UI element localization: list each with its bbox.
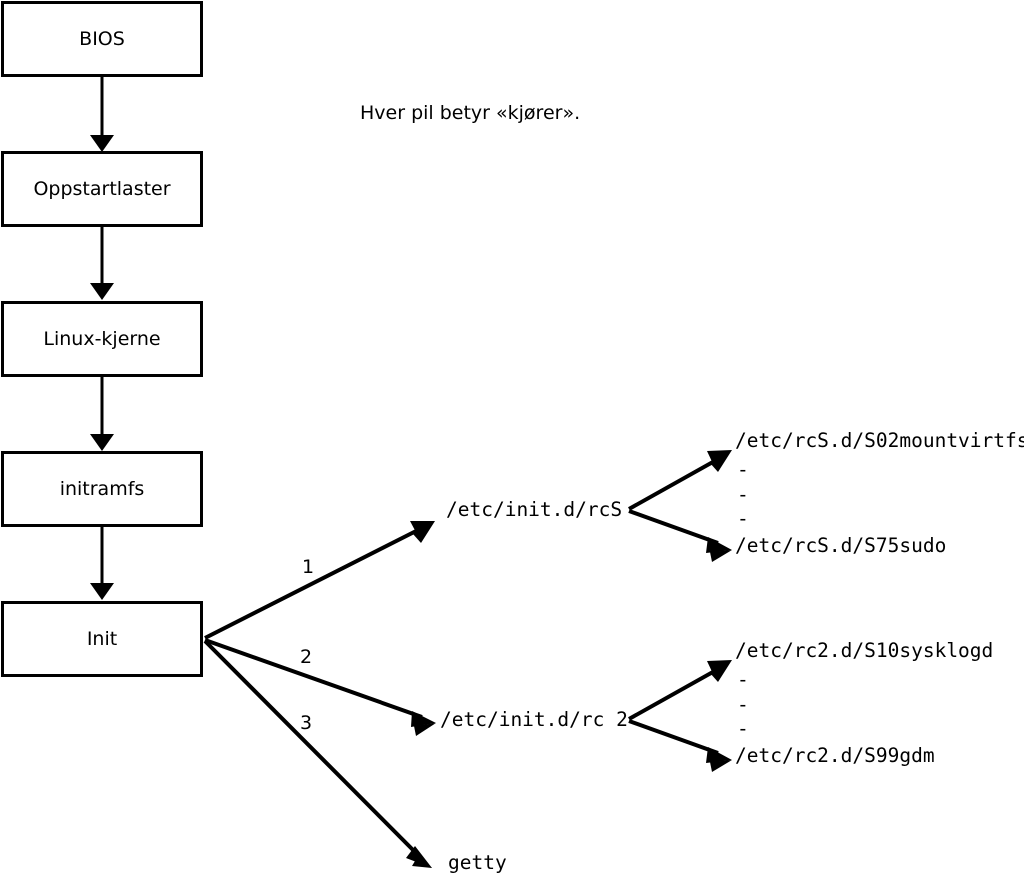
arrow-init-to-rc2 bbox=[204, 638, 436, 736]
arrow-initramfs-to-init bbox=[90, 527, 114, 600]
stage-box-bootloader[interactable]: Oppstartlaster bbox=[1, 151, 203, 227]
stage-label-initramfs: initramfs bbox=[59, 477, 145, 500]
rc2-ellipsis-dash-1: - bbox=[737, 668, 749, 691]
arrow-kernel-to-initramfs bbox=[90, 377, 114, 451]
branch-number-2: 2 bbox=[300, 646, 313, 668]
arrow-rcs-to-first-script bbox=[628, 450, 732, 511]
arrow-init-to-rcs bbox=[204, 521, 435, 640]
branch-label-getty[interactable]: getty bbox=[448, 851, 507, 874]
rc2-last-script[interactable]: /etc/rc2.d/S99gdm bbox=[735, 744, 935, 767]
rc2-ellipsis-dash-2: - bbox=[737, 693, 749, 716]
arrow-rc2-to-last-script bbox=[628, 719, 732, 772]
branch-label-rc2[interactable]: /etc/init.d/rc 2 bbox=[440, 708, 628, 731]
rc2-ellipsis-dash-3: - bbox=[737, 717, 749, 740]
arrow-rc2-to-first-script bbox=[628, 660, 732, 721]
branch-number-3: 3 bbox=[300, 712, 313, 734]
rcs-ellipsis-dash-2: - bbox=[737, 483, 749, 506]
arrow-bios-to-bootloader bbox=[90, 77, 114, 152]
rcs-ellipsis-dash-1: - bbox=[737, 458, 749, 481]
stage-box-bios[interactable]: BIOS bbox=[1, 1, 203, 77]
arrow-init-to-getty bbox=[203, 639, 432, 868]
stage-label-init: Init bbox=[86, 627, 118, 650]
stage-label-linux-kernel: Linux-kjerne bbox=[43, 327, 161, 350]
arrow-bootloader-to-kernel bbox=[90, 227, 114, 300]
diagram-caption: Hver pil betyr «kjører». bbox=[360, 102, 581, 124]
arrow-rcs-to-last-script bbox=[628, 509, 732, 562]
rcs-ellipsis-dash-3: - bbox=[737, 507, 749, 530]
rcs-first-script[interactable]: /etc/rcS.d/S02mountvirtfs bbox=[735, 429, 1024, 452]
rc2-first-script[interactable]: /etc/rc2.d/S10sysklogd bbox=[735, 639, 994, 662]
stage-box-init[interactable]: Init bbox=[1, 601, 203, 677]
stage-label-bios: BIOS bbox=[79, 27, 125, 50]
stage-label-bootloader: Oppstartlaster bbox=[33, 177, 171, 200]
stage-box-initramfs[interactable]: initramfs bbox=[1, 451, 203, 527]
branch-number-1: 1 bbox=[302, 556, 315, 578]
branch-label-rcs[interactable]: /etc/init.d/rcS bbox=[446, 498, 623, 521]
stage-box-linux-kernel[interactable]: Linux-kjerne bbox=[1, 301, 203, 377]
rcs-last-script[interactable]: /etc/rcS.d/S75sudo bbox=[735, 534, 947, 557]
